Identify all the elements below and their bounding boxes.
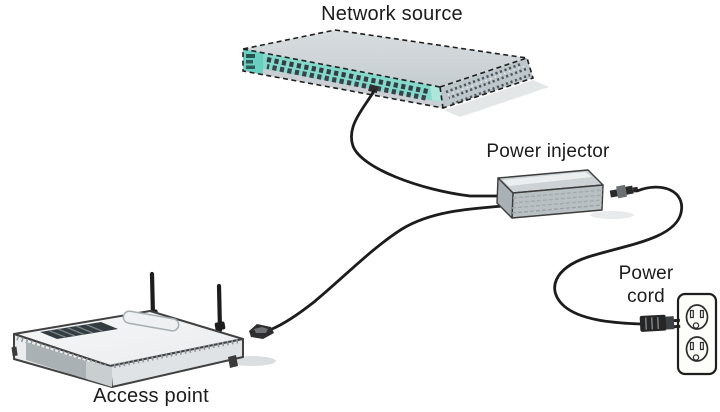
network-switch bbox=[242, 29, 534, 109]
switch-port-connector bbox=[368, 84, 379, 94]
ethernet-cable-injector-to-access-point bbox=[270, 204, 505, 331]
power-injector-label: Power injector bbox=[486, 141, 610, 162]
ap-vent-slat bbox=[57, 328, 76, 337]
ap-foot bbox=[228, 355, 238, 368]
switch-side-vent-face bbox=[440, 58, 533, 108]
injector-ridge bbox=[512, 189, 604, 199]
power-plug bbox=[639, 314, 681, 332]
injector-shadow bbox=[590, 211, 634, 219]
switch-endcap-mark bbox=[246, 60, 253, 64]
ap-vent-slat bbox=[85, 323, 104, 333]
switch-vent-texture bbox=[445, 62, 522, 94]
power-cord-label: Power cord bbox=[608, 262, 684, 308]
ap-side-port bbox=[11, 346, 18, 357]
injector-top-highlight bbox=[503, 172, 592, 186]
dc-connector-part bbox=[625, 185, 634, 195]
dc-connector-part bbox=[616, 184, 628, 199]
ap-label-recess bbox=[122, 310, 180, 332]
power-cord-label-line1: Power bbox=[618, 263, 674, 284]
ap-rim-hatch-right bbox=[113, 338, 239, 369]
switch-endcap-mark bbox=[246, 65, 255, 69]
switch-port-row-bottom bbox=[266, 64, 429, 101]
ap-vent-slat bbox=[48, 329, 67, 339]
switch-vent-sparkle bbox=[447, 65, 525, 96]
ap-rim-hatch-left bbox=[16, 335, 108, 370]
plug-rib bbox=[656, 316, 660, 330]
switch-vent-texture bbox=[448, 67, 527, 100]
outlet-slot bbox=[689, 341, 694, 351]
plug-rib bbox=[644, 317, 648, 330]
injector-ridge bbox=[511, 204, 603, 214]
switch-dashed-outline bbox=[242, 29, 534, 109]
ap-front-panel bbox=[26, 342, 86, 379]
ap-front-corner-wedge bbox=[86, 361, 112, 387]
plug-rib bbox=[650, 317, 654, 330]
power-injector-device bbox=[496, 169, 604, 219]
switch-port-strip-highlight bbox=[430, 85, 442, 102]
antenna-right-base bbox=[214, 321, 226, 331]
outlet-ground-hole bbox=[692, 354, 700, 361]
switch-endcap-mark bbox=[246, 54, 255, 58]
switch-vent-texture bbox=[451, 73, 531, 106]
antenna-left-mast bbox=[149, 271, 156, 319]
rj45-highlight bbox=[254, 327, 268, 333]
wall-outlet bbox=[676, 292, 718, 376]
ap-vent-slat bbox=[75, 325, 94, 334]
rj45-connector bbox=[249, 324, 274, 339]
injector-left-face bbox=[496, 177, 514, 219]
outlet-slot bbox=[699, 341, 704, 351]
switch-shadow bbox=[444, 80, 549, 117]
dc-connector-part bbox=[609, 189, 618, 198]
antenna-right bbox=[214, 283, 226, 333]
injector-ridge bbox=[511, 199, 603, 209]
outlet-ground-hole bbox=[692, 322, 700, 329]
outlet-receptacle-top bbox=[685, 304, 709, 330]
ethernet-cable-switch-to-injector bbox=[350, 89, 507, 198]
power-cord-cable bbox=[553, 185, 684, 326]
outlet-slot bbox=[689, 309, 694, 319]
injector-ridge bbox=[512, 194, 604, 204]
switch-top-face bbox=[243, 30, 527, 88]
outlet-receptacle-bottom bbox=[685, 336, 709, 362]
dc-connector bbox=[609, 184, 639, 199]
plug-body bbox=[639, 314, 667, 332]
power-cord-label-line2: cord bbox=[627, 286, 665, 307]
plug-tip bbox=[663, 316, 675, 330]
access-point-label: Access point bbox=[93, 385, 209, 407]
access-point-device bbox=[11, 271, 244, 388]
network-source-label: Network source bbox=[321, 3, 463, 25]
outlet-slot bbox=[699, 309, 704, 319]
ap-vent-slat bbox=[66, 326, 85, 336]
